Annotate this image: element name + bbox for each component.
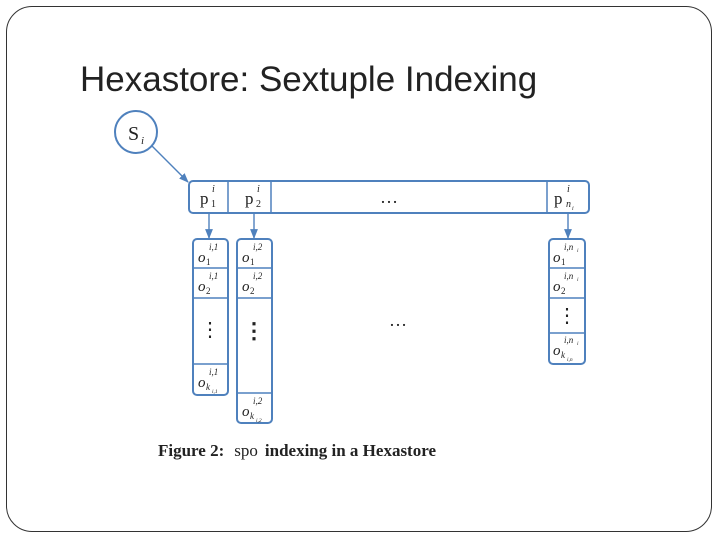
object-2-k-base: o [242,404,250,420]
object-2-2-sub: 2 [250,286,255,296]
object-n-2-sub: 2 [561,286,566,296]
object-list-2: o 1 i,2 o 2 i,2 ⋮ o k i,2 i,2 [236,238,273,424]
object-n-k-sub: k [561,350,566,360]
object-1-k: o k i,1 i,1 [198,367,218,395]
object-n-k: o k i,n i,n i [553,335,579,363]
object-2-1-base: o [242,250,250,266]
object-n-1: o 1 i,n i [553,242,579,267]
predicate-n-subsub: i [572,206,574,212]
predicate-1-sub: 1 [211,199,216,210]
object-n-k-supsub: i [577,341,579,347]
predicate-n-sup: i [567,184,570,195]
object-n-1-base: o [553,250,561,266]
slide-frame [6,6,712,532]
predicate-1-base: p [200,189,209,208]
object-lists-ellipsis: … [389,310,407,330]
object-1-2-base: o [198,279,206,295]
predicate-n-base: p [554,189,563,208]
object-2-1-sup: i,2 [253,242,263,252]
subject-node: S i [114,110,158,154]
object-2-2: o 2 i,2 [242,271,263,296]
object-list-1: o 1 i,1 o 2 i,1 ⋮ o k i,1 i,1 [192,238,229,396]
object-1-k-sub: k [206,382,211,392]
predicate-vector: p 1 i p 2 i … p n i i [188,180,590,214]
predicate-2-sup: i [257,184,260,195]
object-1-k-base: o [198,375,206,391]
object-n-1-sub: 1 [561,257,566,267]
object-list-1-ellipsis: ⋮ [200,319,220,341]
caption-suffix: indexing in a Hexastore [265,441,437,460]
predicate-n-sub: n [566,199,571,210]
object-n-2-base: o [553,279,561,295]
object-n-1-sup: i,n [564,242,574,252]
predicate-2-base: p [245,189,254,208]
object-n-2-supsub: i [577,277,579,283]
caption-code: spo [234,441,258,460]
object-1-2-sup: i,1 [209,271,218,281]
object-1-1-sup: i,1 [209,242,218,252]
predicate-1-sup: i [212,184,215,195]
object-n-2-sup: i,n [564,271,574,281]
arrow-subject-to-predicates [151,145,189,183]
predicate-cell-2: p 2 i [245,184,261,210]
predicate-2-sub: 2 [256,199,261,210]
object-2-2-sup: i,2 [253,271,263,281]
object-2-k: o k i,2 i,2 [242,396,263,424]
figure-caption: Figure 2: spo indexing in a Hexastore [158,441,436,460]
object-1-2-sub: 2 [206,286,211,296]
object-n-k-base: o [553,343,561,359]
predicate-ellipsis: … [380,187,398,207]
object-list-2-ellipsis: ⋮ [243,318,265,343]
object-n-k-sup: i,n [564,335,574,345]
object-2-k-sub: k [250,411,255,421]
subject-label: S [128,123,139,145]
object-2-k-sup: i,2 [253,396,263,406]
object-n-2: o 2 i,n i [553,271,579,296]
object-list-n-ellipsis: ⋮ [557,305,577,327]
object-2-1-sub: 1 [250,257,255,267]
object-1-k-sup: i,1 [209,367,218,377]
object-1-1: o 1 i,1 [198,242,218,267]
object-n-k-subsub: i,n [567,357,573,363]
predicate-cell-1: p 1 i [200,184,216,210]
object-2-2-base: o [242,279,250,295]
caption-prefix: Figure 2: [158,441,224,460]
subject-label-sub: i [141,135,144,147]
object-n-1-supsub: i [577,248,579,254]
object-1-2: o 2 i,1 [198,271,218,296]
object-1-1-base: o [198,250,206,266]
object-1-k-subsub: i,1 [212,389,218,395]
object-2-1: o 1 i,2 [242,242,263,267]
object-list-n: o 1 i,n i o 2 i,n i ⋮ o k i,n i,n i [548,238,586,365]
slide-title: Hexastore: Sextuple Indexing [80,60,538,99]
object-1-1-sub: 1 [206,257,211,267]
predicate-cell-n: p n i i [554,184,574,212]
object-2-k-subsub: i,2 [256,418,262,424]
